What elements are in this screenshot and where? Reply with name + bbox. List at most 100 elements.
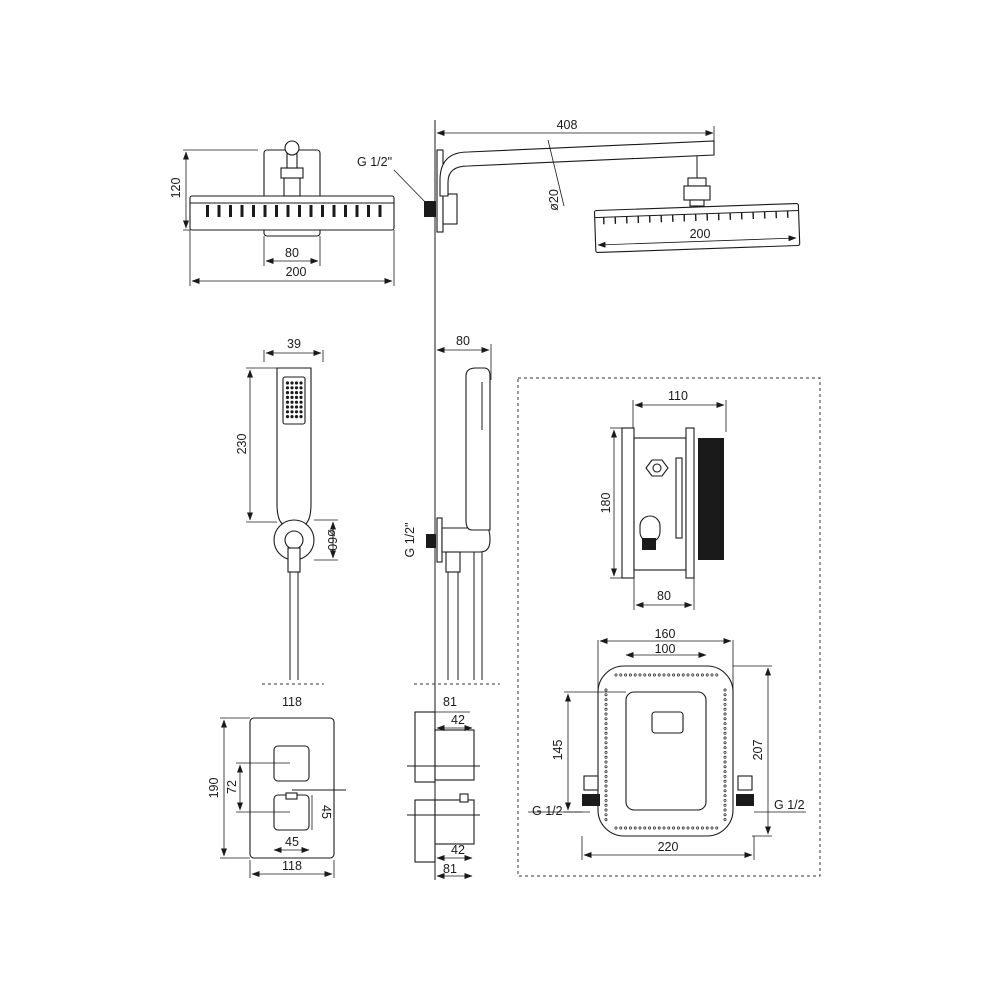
screw-dot (723, 779, 727, 783)
spray-hole (285, 391, 290, 395)
screw-dot (628, 673, 632, 677)
screw-dot (652, 826, 656, 830)
screw-dot (604, 726, 608, 730)
shower-head-top-view: 120 80 200 (169, 140, 395, 286)
screw-dot (624, 826, 628, 830)
nozzle (217, 205, 221, 217)
screw-dot (638, 826, 642, 830)
dim-81-bottom: 81 (443, 862, 457, 876)
dim-72: 72 (225, 780, 239, 794)
nozzle (298, 205, 301, 217)
spray-hole (285, 395, 290, 399)
nozzle (367, 205, 370, 217)
screw-dot (723, 813, 727, 817)
screw-dot (723, 789, 727, 793)
nozzle (252, 205, 255, 217)
dim-200-head: 200 (690, 227, 711, 241)
screw-dot (652, 673, 656, 677)
screw-dot (604, 770, 608, 774)
screw-dot (696, 673, 700, 677)
screw-dot (686, 673, 690, 677)
nozzle (378, 205, 382, 217)
dim-110: 110 (668, 389, 688, 403)
dim-80-side: 80 (456, 334, 470, 348)
screw-dot (648, 673, 652, 677)
screw-dot (662, 826, 666, 830)
screw-dot (604, 698, 608, 702)
spray-hole (294, 391, 299, 395)
dim-145: 145 (551, 740, 565, 761)
screw-dot (723, 798, 727, 802)
spray-hole (299, 395, 303, 399)
dim-80: 80 (285, 246, 299, 260)
spray-hole (290, 410, 294, 414)
screw-dot (691, 826, 695, 830)
thread-g12-top: G 1/2" (357, 155, 392, 169)
screw-dot (633, 826, 637, 830)
screw-dot (604, 760, 608, 764)
dim-207: 207 (751, 740, 765, 761)
screw-dot (723, 760, 727, 764)
dim-230: 230 (235, 434, 249, 455)
screw-dot (723, 784, 727, 788)
screw-dot (628, 826, 632, 830)
screw-dot (705, 673, 709, 677)
screw-dot (700, 826, 704, 830)
spray-hole (294, 400, 299, 404)
dim-45-h: 45 (285, 835, 299, 849)
screw-dot (723, 765, 727, 769)
screw-dot (657, 673, 661, 677)
screw-dot (700, 673, 704, 677)
screw-dot (672, 673, 676, 677)
screw-dot (681, 673, 685, 677)
screw-dot (715, 673, 719, 677)
spray-hole (285, 415, 290, 419)
dim-80-box: 80 (657, 589, 671, 603)
screw-dot (676, 673, 680, 677)
screw-dot (604, 722, 608, 726)
thread-g12-right: G 1/2 (774, 798, 805, 812)
screw-dot (723, 755, 727, 759)
screw-dot (604, 736, 608, 740)
screw-dot (604, 789, 608, 793)
spray-hole (290, 381, 294, 385)
spray-hole (290, 386, 294, 390)
nozzle (263, 205, 267, 217)
nozzle (206, 205, 209, 217)
spray-hole (285, 410, 290, 414)
nozzle (344, 205, 347, 217)
spray-hole (290, 415, 294, 419)
screw-dot (672, 826, 676, 830)
screw-dot (604, 794, 608, 798)
spray-hole (285, 400, 290, 404)
thread-g12-left: G 1/2 (532, 804, 563, 818)
screw-dot (604, 750, 608, 754)
screw-dot (723, 741, 727, 745)
screw-dot (614, 826, 618, 830)
screw-dot (696, 826, 700, 830)
nozzle (355, 205, 359, 217)
screw-dot (723, 803, 727, 807)
screw-dot (604, 765, 608, 769)
screw-dot (723, 712, 727, 716)
screw-dot (723, 731, 727, 735)
screw-dot (604, 784, 608, 788)
spray-hole (299, 381, 303, 385)
spray-hole (299, 405, 303, 409)
screw-dot (604, 818, 608, 822)
screw-dot (723, 726, 727, 730)
nozzle (229, 205, 232, 217)
screw-dot (662, 673, 666, 677)
screw-dot (676, 826, 680, 830)
screw-dot (691, 673, 695, 677)
screw-dot (667, 826, 671, 830)
screw-dot (723, 746, 727, 750)
nozzle (275, 205, 278, 217)
screw-dot (723, 688, 727, 692)
spray-hole (294, 410, 299, 414)
spray-hole (299, 391, 303, 395)
screw-dot (723, 774, 727, 778)
dim-120: 120 (169, 178, 183, 199)
spray-hole (285, 405, 290, 409)
